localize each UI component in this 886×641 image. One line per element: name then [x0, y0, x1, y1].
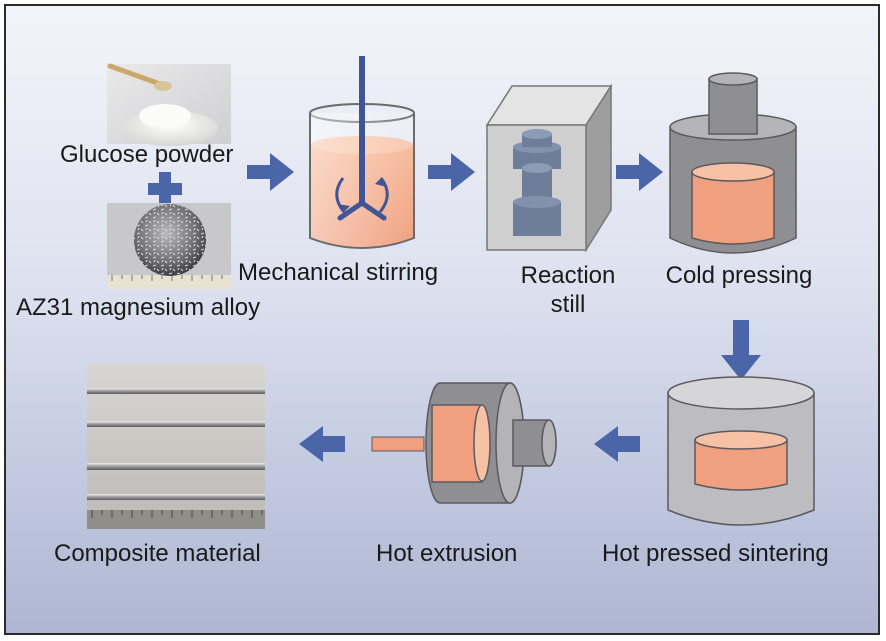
- reaction-label-line2: still: [551, 291, 586, 318]
- flow-arrow-left-icon: [299, 426, 345, 462]
- hot-press-sintering-icon: [667, 376, 815, 526]
- stirring-label: Mechanical stirring: [238, 259, 438, 286]
- cold-press-icon: [669, 72, 797, 254]
- composite-rods-photo: [87, 364, 265, 529]
- hot-extrusion-icon: [371, 382, 557, 504]
- flow-arrow-left-icon: [594, 426, 640, 462]
- flow-arrow-icon: [616, 153, 663, 191]
- glucose-powder-photo: [107, 63, 231, 146]
- cold-pressing-label: Cold pressing: [666, 262, 813, 289]
- reaction-still-icon: [485, 83, 613, 253]
- sintering-label: Hot pressed sintering: [602, 540, 829, 567]
- plus-icon: [148, 172, 182, 206]
- reaction-label-line1: Reaction: [521, 262, 616, 289]
- stirring-beaker-icon: [309, 56, 415, 249]
- flow-arrow-down-icon: [721, 320, 761, 380]
- az31-label: AZ31 magnesium alloy: [16, 294, 260, 321]
- extrusion-label: Hot extrusion: [376, 540, 517, 567]
- glucose-label: Glucose powder: [60, 141, 233, 168]
- composite-label: Composite material: [54, 540, 261, 567]
- flow-arrow-icon: [428, 153, 475, 191]
- flow-arrow-icon: [247, 153, 294, 191]
- az31-alloy-photo: [107, 203, 231, 289]
